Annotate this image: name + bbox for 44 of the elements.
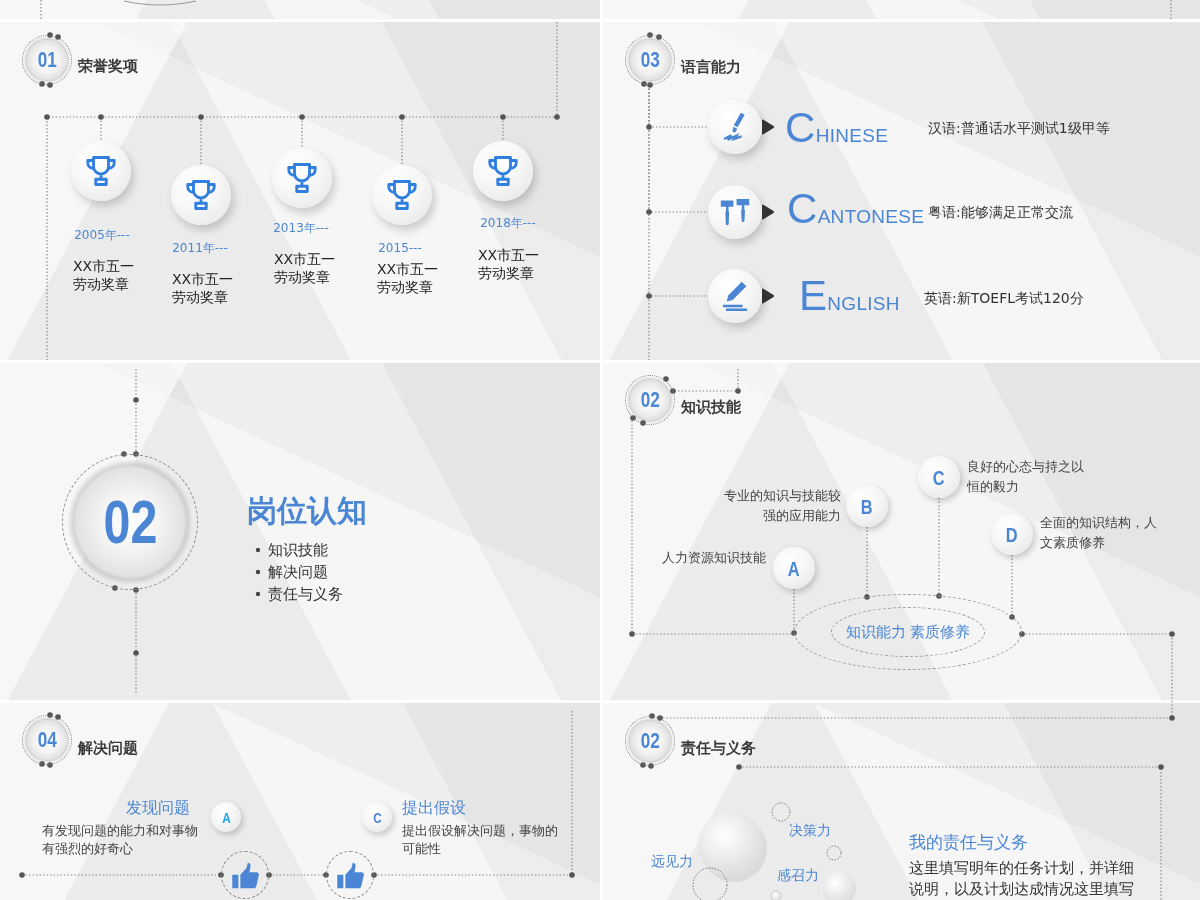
section-heading: 知识技能 [681, 397, 741, 417]
number-badge: 02 [625, 716, 675, 766]
section-title: 我的责任与义务 [909, 831, 1028, 853]
award-text: XX市五一劳动奖章 [478, 246, 541, 282]
year-label: 2005年--- [73, 227, 131, 243]
language-description: 英语:新TOEFL考试120分 [924, 289, 1084, 307]
number-badge: 03 [625, 35, 675, 85]
section-heading: 语言能力 [681, 57, 741, 77]
number-badge: 04 [22, 715, 72, 765]
number-circle: 02 [62, 454, 198, 590]
bullet-text: 知识技能 [268, 540, 328, 560]
point-description: 有发现问题的能力和对事物有强烈的好奇心 [42, 822, 199, 858]
point-description: 提出假设解决问题，事物的可能性 [402, 822, 559, 858]
ability-label: 决策力 [789, 821, 831, 840]
year-label: 2011年--- [171, 240, 229, 256]
ability-label: 远见力 [651, 852, 693, 871]
bullet-text: 责任与义务 [268, 584, 343, 604]
section-heading: 荣誉奖项 [78, 56, 138, 76]
number-badge: 02 [625, 375, 675, 425]
point-title: 发现问题 [125, 798, 190, 818]
skill-description: 良好的心态与持之以恒的毅力 [967, 458, 1085, 496]
language-word: CHINESE [785, 108, 889, 153]
ability-label: 感召力 [777, 866, 819, 885]
year-label: 2015--- [377, 240, 423, 256]
language-word: ENGLISH [799, 276, 900, 321]
section-heading: 责任与义务 [681, 738, 756, 758]
language-word: CANTONESE [787, 189, 925, 234]
year-label: 2018年--- [479, 215, 537, 231]
award-text: XX市五一劳动奖章 [172, 270, 235, 306]
award-text: XX市五一劳动奖章 [377, 260, 440, 296]
award-text: XX市五一劳动奖章 [274, 250, 337, 286]
section-heading: 解决问题 [78, 738, 138, 758]
bullet-text: 解决问题 [268, 562, 328, 582]
number-badge: 01 [22, 35, 72, 85]
skill-description: 人力资源知识技能 [661, 549, 766, 567]
slide-title: 岗位认知 [247, 493, 367, 529]
skill-description: 专业的知识与技能较强的应用能力 [723, 487, 841, 525]
language-description: 汉语:普通话水平测试1级甲等 [928, 119, 1110, 137]
language-description: 粤语:能够满足正常交流 [928, 203, 1073, 221]
award-text: XX市五一劳动奖章 [73, 257, 136, 293]
body-text: 这里填写明年的任务计划，并详细说明，以及计划达成情况这里填写 [909, 858, 1135, 900]
point-title: 提出假设 [402, 798, 467, 818]
year-label: 2013年--- [272, 220, 330, 236]
skill-description: 全面的知识结构，人文素质修养 [1040, 514, 1158, 552]
